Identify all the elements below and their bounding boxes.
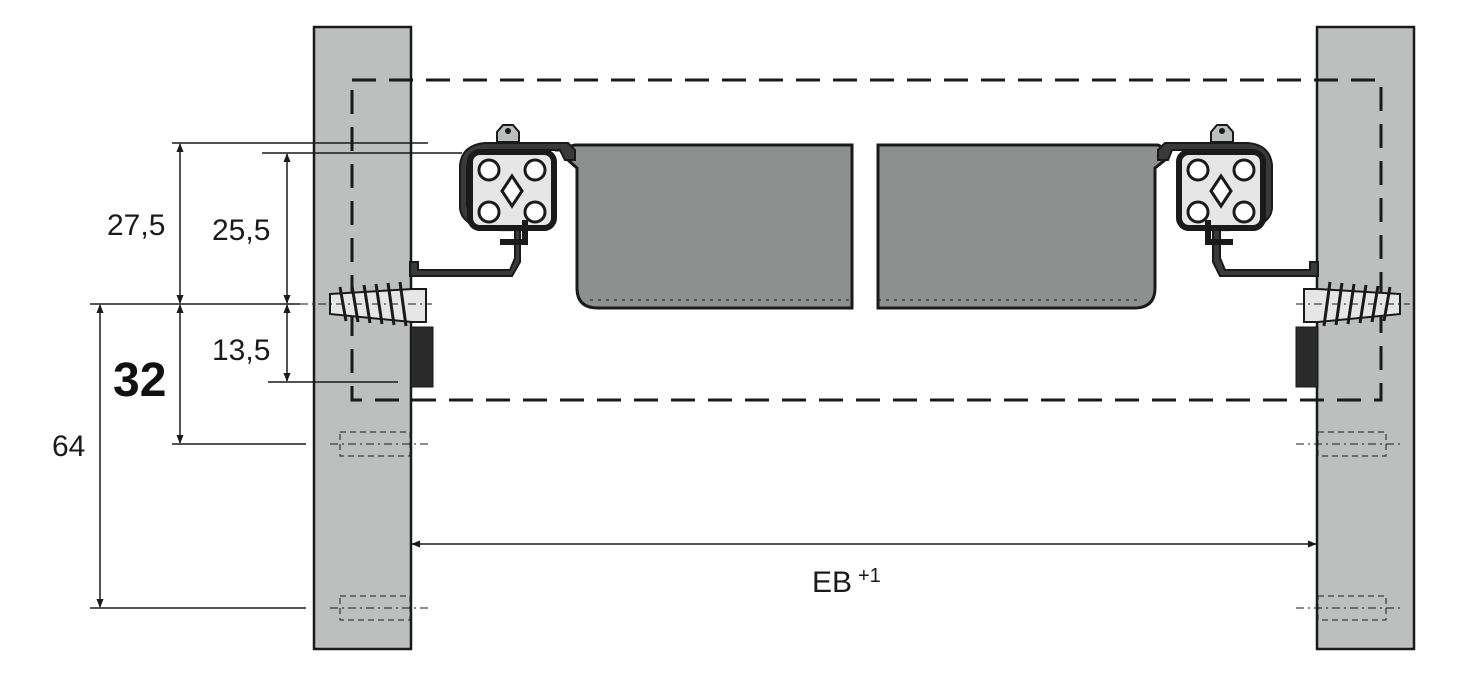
dimension-lines — [96, 143, 1317, 608]
left-fixing-block — [410, 326, 434, 388]
right-cabinet-panel — [1315, 25, 1416, 651]
drawer-tray-right — [876, 143, 1170, 310]
drawer-outline — [350, 78, 1383, 402]
left-cabinet-panel — [312, 25, 413, 651]
dim-label-64: 64 — [52, 430, 85, 463]
dim-label-eb: EB — [812, 566, 852, 599]
right-runner-profile — [1157, 142, 1319, 277]
dim-label-eb-tolerance: +1 — [858, 565, 881, 587]
extension-lines — [90, 142, 1318, 609]
dim-label-13-5: 13,5 — [212, 334, 270, 367]
dim-label-27-5: 27,5 — [107, 209, 165, 242]
left-bolt-icon — [496, 124, 520, 143]
right-fixing-block — [1295, 326, 1319, 388]
dim-label-25-5: 25,5 — [212, 214, 270, 247]
right-bolt-icon — [1210, 124, 1234, 143]
dim-label-32: 32 — [113, 354, 166, 407]
drawer-tray-left — [554, 143, 854, 310]
left-runner-profile — [409, 142, 576, 277]
